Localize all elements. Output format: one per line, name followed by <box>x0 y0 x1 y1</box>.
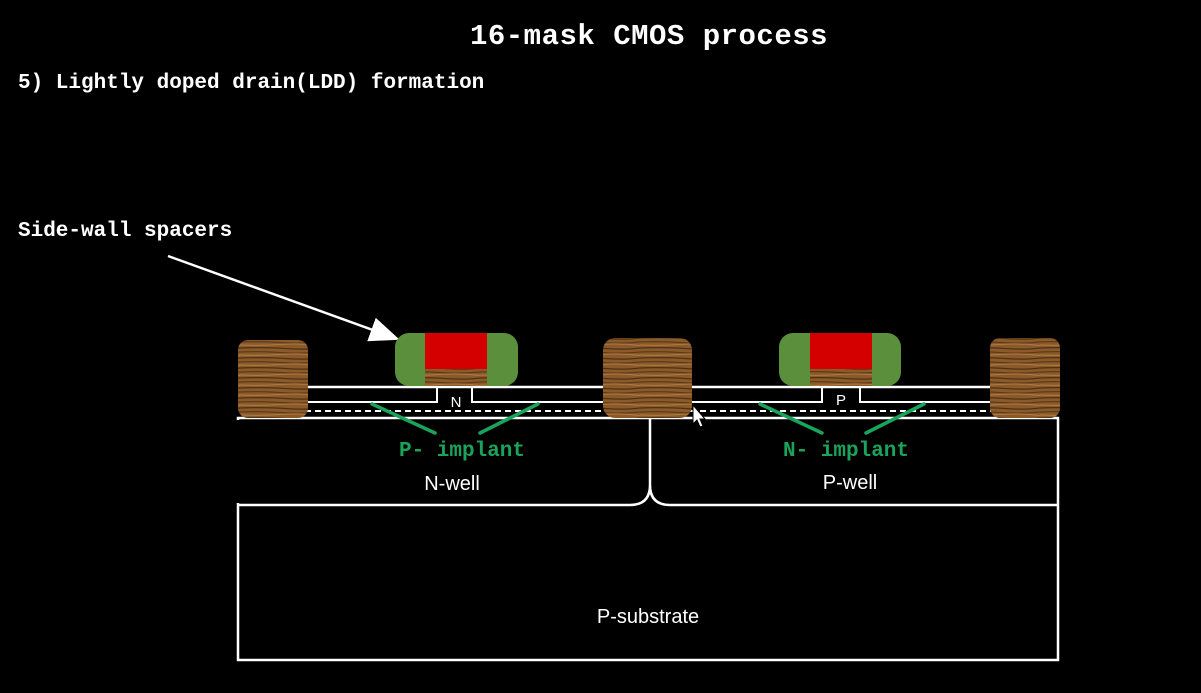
right-implant-pointers <box>758 402 926 435</box>
right-gate-stack <box>779 333 901 386</box>
page-title: 16-mask CMOS process <box>469 20 829 53</box>
left-gate-stack <box>395 333 518 386</box>
left-gate-oxide <box>425 368 487 386</box>
p-well-label: P-well <box>823 472 877 494</box>
well-boundary-line <box>238 418 1058 507</box>
left-poly-gate <box>425 333 487 369</box>
right-poly-gate <box>810 333 872 369</box>
n-implant-label: N- implant <box>783 440 909 463</box>
field-oxide-right <box>990 338 1060 418</box>
right-gate-oxide <box>810 368 872 386</box>
right-well-contact-label: P <box>836 392 846 409</box>
step-subtitle: 5) Lightly doped drain(LDD) formation <box>18 72 485 95</box>
left-implant-pointers <box>370 402 540 435</box>
side-wall-spacers-label: Side-wall spacers <box>18 220 233 243</box>
n-well-label: N-well <box>424 473 480 495</box>
p-substrate-label: P-substrate <box>597 606 699 628</box>
left-well-contact-label: N <box>451 394 462 411</box>
mouse-cursor-icon <box>692 403 707 428</box>
left-surface-layers <box>305 385 605 412</box>
p-implant-label: P- implant <box>399 440 525 463</box>
right-surface-layers <box>690 385 992 412</box>
field-oxide-left <box>238 340 308 418</box>
spacer-callout-arrow <box>167 254 400 342</box>
field-oxide-middle <box>603 338 692 418</box>
